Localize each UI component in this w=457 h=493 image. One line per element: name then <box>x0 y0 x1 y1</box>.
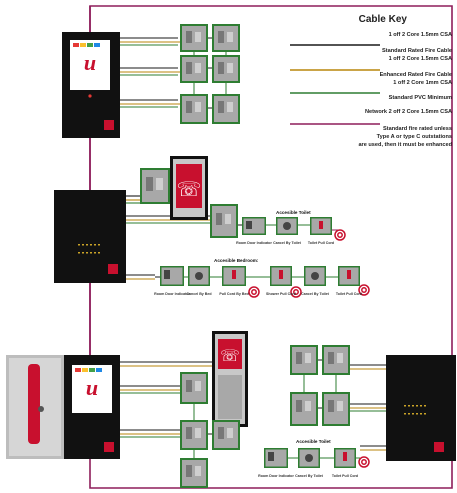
device-labels: Room Door Indicator Cancel By Toilet Toi… <box>154 241 362 478</box>
toilet-bottom-title: Accesible Toilet <box>296 439 331 444</box>
svg-text:☏: ☏ <box>220 346 240 365</box>
label-toilet-bottom-0: Room Door Indicator <box>258 474 294 478</box>
cables-top-panel <box>120 37 180 108</box>
label-toilet-bottom-1: Cancel By Toilet <box>295 474 323 478</box>
brand-badge-icon <box>104 120 114 130</box>
handset-icon <box>28 364 40 444</box>
label-toilet-bottom-2: Toilet Pull Cord <box>332 474 358 478</box>
cable-key-title: Cable Key <box>358 14 407 25</box>
outstation-stack-top <box>180 24 240 124</box>
cables-bottom-right <box>350 364 386 451</box>
bedroom-title: Accesible Bedroom: <box>214 258 259 263</box>
phone-icon: ☏ <box>176 177 201 201</box>
toilet-group-bottom: Accesible Toilet <box>264 439 370 468</box>
network-loop <box>89 5 453 489</box>
refuge-call-unit-bottom: ☏ <box>212 331 248 427</box>
cable-key-entry-0-line-0: 1 off 2 Core 1.5mm CSA <box>388 32 452 38</box>
control-panel-bottom-right <box>386 355 456 461</box>
bedroom-group: Accesible Bedroom: <box>155 258 370 298</box>
toilet-group-top: Accesible Toilet <box>238 210 346 241</box>
u-logo-icon: u <box>84 50 96 75</box>
refuge-handset-panel <box>6 355 64 459</box>
label-toilet-top-2: Toilet Pull Cord <box>308 241 334 245</box>
outstation-stack-bottom-right <box>290 345 350 426</box>
control-panel-top: u <box>62 32 120 138</box>
cable-key-entry-3-line-0: Network 2 off 2 Core 1.5mm CSA <box>364 109 452 115</box>
cable-key-entry-2-line-1: Standard PVC Minimum <box>388 95 452 101</box>
label-bedroom-0: Room Door Indicator <box>154 292 190 296</box>
control-panel-bottom: u <box>64 355 120 459</box>
label-bedroom-4: Cancel By Toilet <box>301 292 329 296</box>
cable-key-entry-3-line-1: Standard fire rated unless <box>382 126 452 132</box>
label-bedroom-3: Shower Pull Cord <box>266 292 296 296</box>
outstation-middle: ☏ <box>140 156 238 238</box>
toilet-top-title: Accesible Toilet <box>276 210 311 215</box>
svg-text:u: u <box>86 375 98 400</box>
cables-bottom-right-links <box>303 359 337 409</box>
outstation-stack-bottom-left: ☏ <box>180 331 248 488</box>
cable-key-entry-0-line-1: Standard Rated Fire Cable <box>382 48 452 54</box>
label-bedroom-1: Cancel By Bed <box>186 292 211 296</box>
label-toilet-top-0: Room Door Indicator <box>236 241 272 245</box>
label-toilet-top-1: Cancel By Toilet <box>273 241 301 245</box>
cable-key-entry-3-line-3: are used, then it must be enhanced <box>358 142 452 148</box>
label-bedroom-5: Toilet Pull Cord <box>336 292 362 296</box>
cable-key-entry-3-line-2: Type A or type C outstations <box>376 134 452 140</box>
refuge-call-unit: ☏ <box>170 156 208 220</box>
cables-top-stack-links <box>193 37 227 109</box>
control-panel-middle <box>54 190 126 283</box>
cable-key-entry-1-line-1: Enhanced Rated Fire Cable <box>379 72 452 78</box>
cables-bottom-left-links <box>193 404 212 458</box>
cable-key-entry-2-line-0: 1 off 2 Core 1mm CSA <box>393 80 452 86</box>
cable-key-swatches <box>290 44 380 125</box>
cable-key-entry-1-line-0: 1 off 2 Core 1.5mm CSA <box>388 56 452 62</box>
cables-bottom-left <box>120 361 212 438</box>
label-bedroom-2: Pull Cord By Bed <box>219 292 248 296</box>
